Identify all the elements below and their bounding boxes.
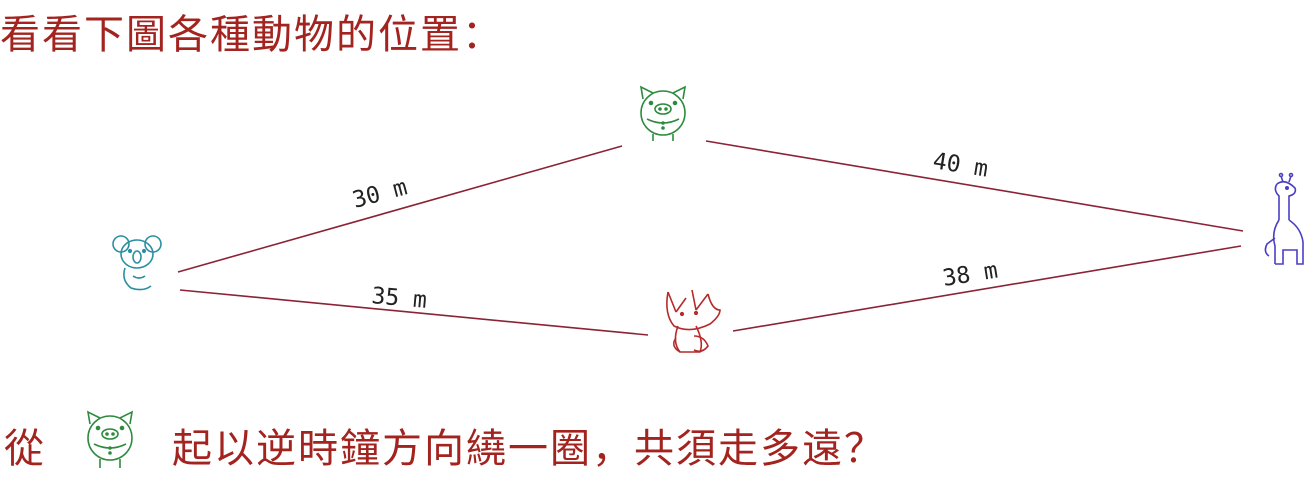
distance-label-pig-giraffe: 40 m — [931, 148, 990, 182]
path-fox-giraffe — [732, 245, 1242, 332]
distance-label-koala-fox: 35 m — [370, 283, 427, 314]
distance-label-fox-giraffe: 38 m — [941, 258, 1000, 292]
question-suffix: 起以逆時鐘方向繞一圈，共須走多遠？ — [172, 426, 886, 472]
path-koala-fox — [179, 289, 649, 336]
giraffe-icon — [1264, 172, 1304, 265]
path-pig-giraffe — [705, 140, 1244, 232]
koala-icon — [112, 235, 162, 291]
path-koala-pig — [177, 145, 623, 273]
pig-icon — [639, 85, 687, 141]
distance-label-koala-pig: 30 m — [350, 174, 410, 213]
fox-icon — [666, 289, 721, 353]
page-title: 看看下圖各種動物的位置： — [0, 12, 504, 58]
question-prefix: 從 — [4, 426, 44, 472]
pig-icon — [86, 410, 134, 468]
